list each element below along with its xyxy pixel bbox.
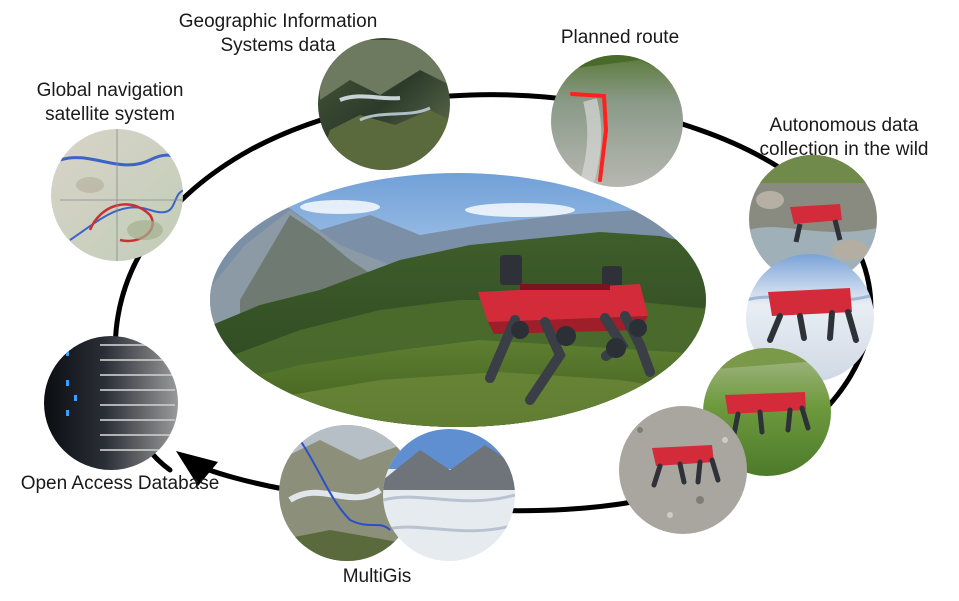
label-database-line-1: Open Access Database — [20, 473, 220, 494]
label-gnss-line-2: satellite system — [45, 104, 175, 125]
gis-aerial-photo — [318, 38, 450, 170]
label-multigis-line-1: MultiGis — [342, 566, 412, 587]
gravel-robot-photo — [619, 406, 747, 534]
label-planned-route-line-1: Planned route — [560, 27, 680, 48]
label-gis: Geographic Information Systems data — [163, 10, 393, 58]
label-gnss: Global navigation satellite system — [20, 79, 200, 127]
label-autonomous: Autonomous data collection in the wild — [739, 114, 949, 162]
gnss-map-photo — [51, 129, 183, 261]
multigis-glacier-photo — [383, 429, 515, 561]
label-planned-route: Planned route — [540, 26, 700, 50]
label-autonomous-line-1: Autonomous data — [769, 115, 919, 136]
label-multigis: MultiGis — [322, 565, 432, 589]
label-gis-line-2: Systems data — [220, 35, 336, 56]
central-robot-photo — [210, 173, 706, 427]
arrow-head-icon — [176, 451, 218, 486]
planned-route-photo — [551, 55, 683, 187]
label-autonomous-line-2: collection in the wild — [759, 139, 929, 160]
server-rack-photo — [44, 336, 178, 470]
anymal-robot-icon — [478, 255, 655, 405]
label-database: Open Access Database — [10, 472, 230, 496]
label-gnss-line-1: Global navigation — [36, 80, 184, 101]
route-path-icon — [570, 92, 609, 182]
label-gis-line-1: Geographic Information — [178, 11, 378, 32]
